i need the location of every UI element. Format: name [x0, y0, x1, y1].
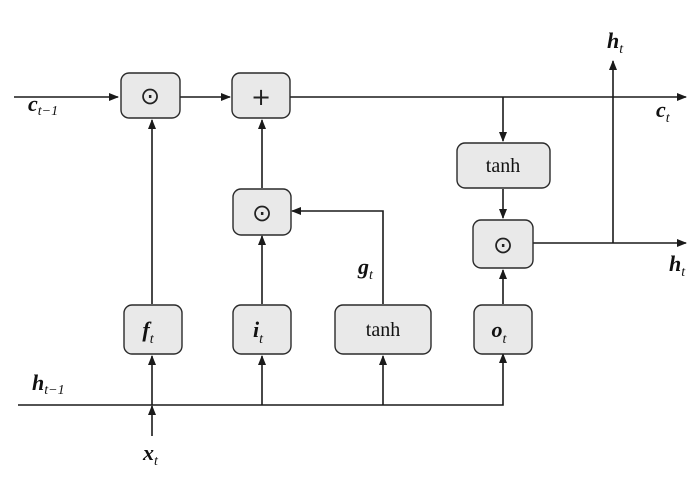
label-h-top-main: h — [607, 28, 619, 53]
multiply-operator-icon: ⊙ — [140, 82, 160, 110]
label-g: gt — [357, 254, 374, 283]
multiply-operator-icon: ⊙ — [252, 199, 272, 227]
output-multiply-node: ⊙ — [472, 219, 534, 269]
label-x-in: xt — [142, 440, 159, 469]
input-gate-box: it — [232, 304, 292, 355]
label-c-prev-sub: t−1 — [38, 104, 58, 119]
forget-multiply-node: ⊙ — [120, 72, 181, 119]
label-h-right: ht — [669, 251, 686, 280]
label-x-in-main: x — [142, 440, 154, 465]
label-h-prev-sub: t−1 — [44, 383, 64, 398]
candidate-tanh-label: tanh — [366, 319, 400, 341]
label-h-prev-main: h — [32, 370, 44, 395]
cell-tanh-box: tanh — [456, 142, 551, 189]
svg-text:ot: ot — [492, 317, 508, 347]
input-multiply-node: ⊙ — [232, 188, 292, 236]
wire-h-prev-bus — [18, 353, 507, 406]
multiply-operator-icon: ⊙ — [493, 231, 513, 259]
label-g-main: g — [357, 254, 369, 279]
label-c-next: ct — [656, 97, 671, 126]
svg-text:it: it — [253, 317, 264, 347]
label-h-top: ht — [607, 28, 624, 57]
input-gate-subscript: t — [259, 332, 264, 347]
output-gate-subscript: t — [503, 332, 508, 347]
label-h-prev: ht−1 — [32, 370, 65, 398]
wire-candidate-to-mul — [291, 207, 384, 304]
label-h-right-sub: t — [681, 265, 686, 280]
candidate-tanh-box: tanh — [334, 304, 432, 355]
forget-gate-symbol: f — [142, 317, 152, 342]
label-h-top-sub: t — [619, 42, 624, 57]
label-c-prev-main: c — [28, 91, 38, 116]
forget-gate-subscript: t — [150, 332, 155, 347]
add-node: + — [231, 72, 291, 119]
label-h-right-main: h — [669, 251, 681, 276]
label-g-sub: t — [369, 268, 374, 283]
label-c-prev: ct−1 — [28, 91, 58, 119]
output-gate-symbol: o — [492, 317, 503, 342]
input-gate-symbol: i — [253, 317, 260, 342]
output-gate-box: ot — [473, 304, 533, 355]
connections — [14, 60, 687, 436]
label-c-next-sub: t — [666, 111, 671, 126]
label-c-next-main: c — [656, 97, 666, 122]
svg-text:ft: ft — [142, 317, 154, 347]
plus-operator-icon: + — [251, 83, 271, 111]
forget-gate-box: ft — [123, 304, 183, 355]
cell-tanh-label: tanh — [486, 155, 520, 177]
label-x-in-sub: t — [154, 454, 159, 469]
